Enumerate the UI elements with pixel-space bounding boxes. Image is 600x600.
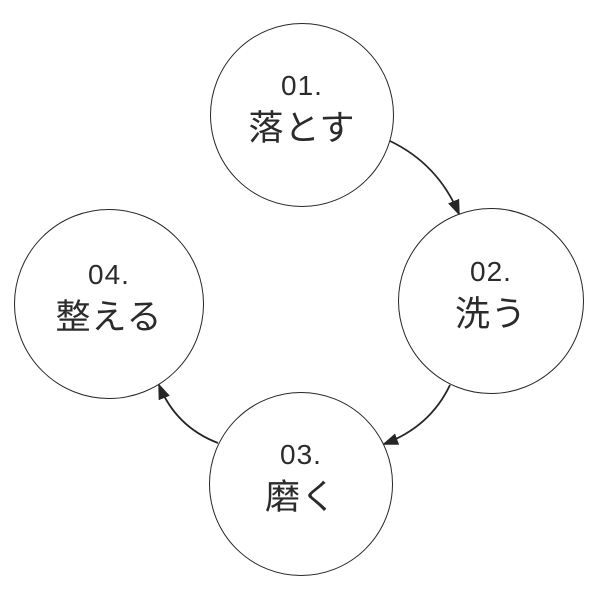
step-label: 落とす bbox=[248, 109, 356, 149]
step-text-block: 04. 整える bbox=[56, 261, 163, 338]
step-label: 整える bbox=[55, 298, 163, 338]
step-label: 磨く bbox=[264, 478, 337, 518]
arrow-03-04 bbox=[158, 383, 219, 444]
step-text-block: 02. 洗う bbox=[455, 258, 527, 335]
step-circle-01: 01. 落とす bbox=[210, 23, 394, 207]
step-text-block: 03. 磨く bbox=[265, 441, 337, 518]
step-number: 04. bbox=[88, 259, 130, 291]
step-number: 03. bbox=[280, 439, 322, 471]
step-circle-04: 04. 整える bbox=[14, 209, 204, 399]
arrow-01-02 bbox=[389, 140, 460, 216]
step-number: 01. bbox=[281, 70, 323, 102]
step-label: 洗う bbox=[454, 295, 527, 335]
step-circle-02: 02. 洗う bbox=[398, 208, 584, 394]
step-number: 02. bbox=[470, 256, 512, 288]
arrow-02-03 bbox=[382, 384, 451, 445]
step-text-block: 01. 落とす bbox=[249, 72, 356, 149]
step-circle-03: 03. 磨く bbox=[209, 392, 393, 576]
